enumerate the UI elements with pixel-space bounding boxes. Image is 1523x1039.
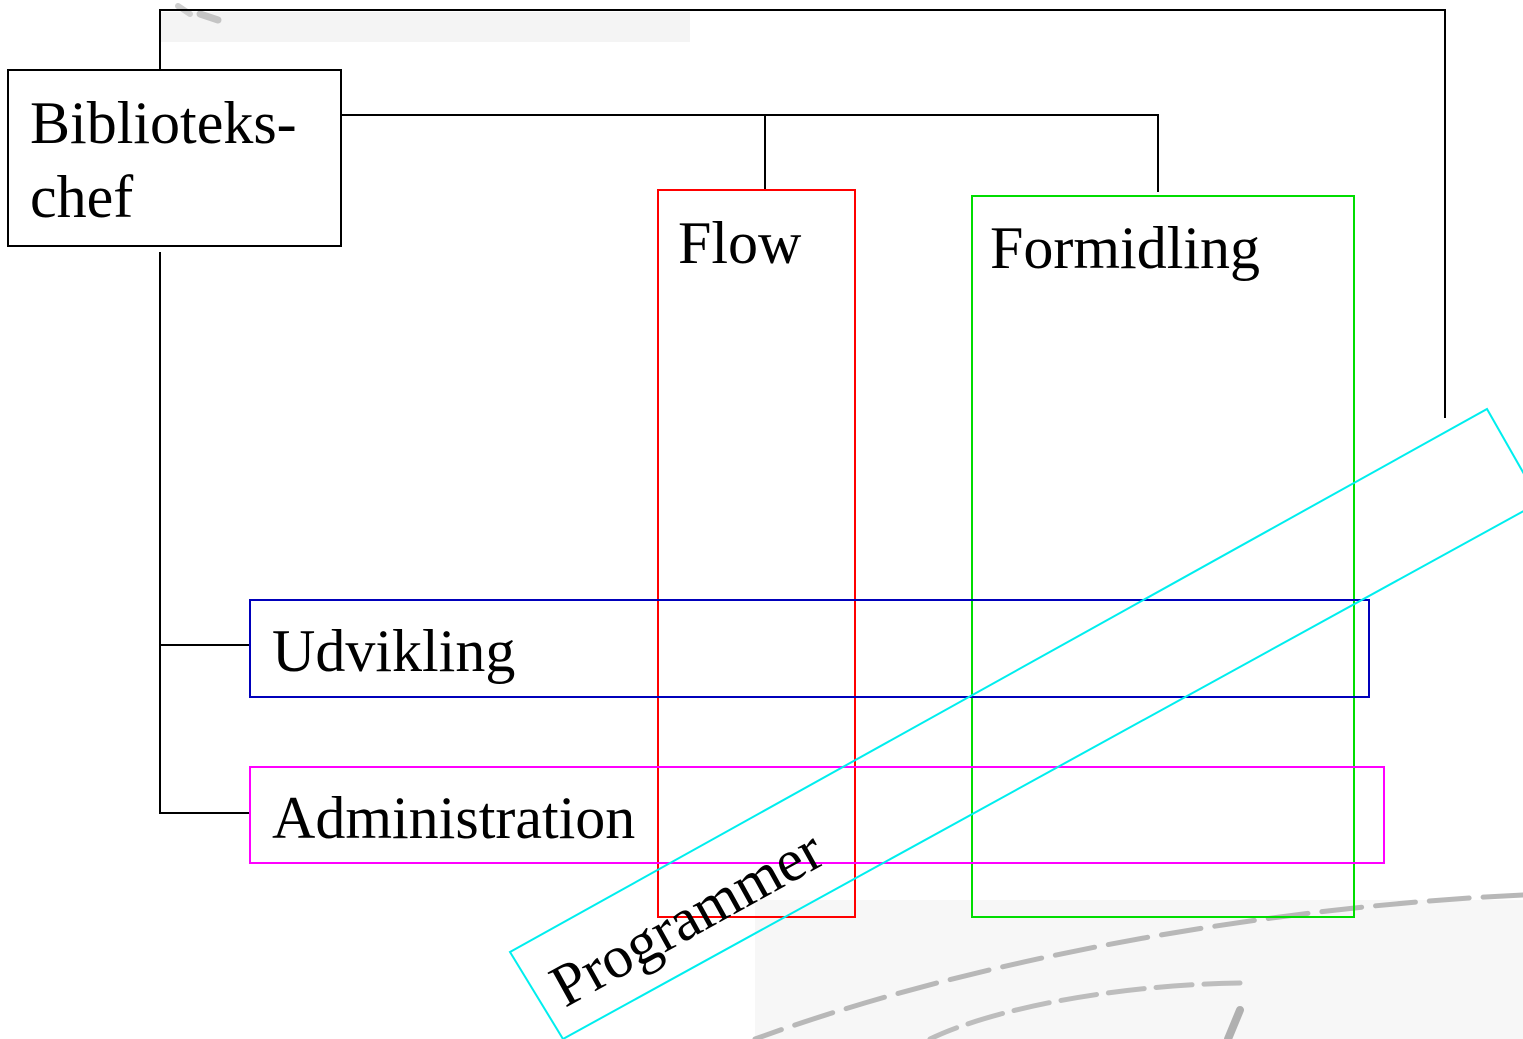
connector-chief-to-formidling [341, 114, 1159, 192]
administration-box [249, 766, 1385, 864]
formidling-box [971, 195, 1355, 918]
udvikling-box [249, 599, 1370, 698]
chief-label-line1: Biblioteks- [30, 90, 297, 156]
watermark-dash-top-2 [196, 10, 222, 24]
node-formidling: Formidling [971, 195, 1355, 918]
flow-label: Flow [678, 210, 802, 276]
watermark-band-bottom [755, 900, 1523, 1039]
node-flow: Flow [657, 189, 856, 918]
chief-box [7, 69, 342, 247]
connector-chief-to-programmer [159, 9, 1446, 418]
connector-lines [159, 9, 1446, 814]
node-chief: Biblioteks- chef [7, 69, 342, 247]
decorative-watermark [160, 3, 1523, 1039]
flow-box [657, 189, 856, 918]
watermark-arc-2 [927, 980, 1243, 1039]
chief-label-line2: chef [30, 164, 133, 230]
watermark-band-top [160, 12, 690, 42]
connector-chief-to-administration [159, 252, 250, 814]
watermark-arc-3 [1224, 1006, 1244, 1039]
node-udvikling: Udvikling [249, 599, 1370, 698]
administration-label: Administration [272, 785, 635, 851]
formidling-label: Formidling [990, 215, 1260, 281]
node-administration: Administration [249, 766, 1385, 864]
programmer-box [508, 407, 1523, 1039]
udvikling-label: Udvikling [272, 618, 515, 684]
watermark-arc-1 [752, 892, 1523, 1039]
